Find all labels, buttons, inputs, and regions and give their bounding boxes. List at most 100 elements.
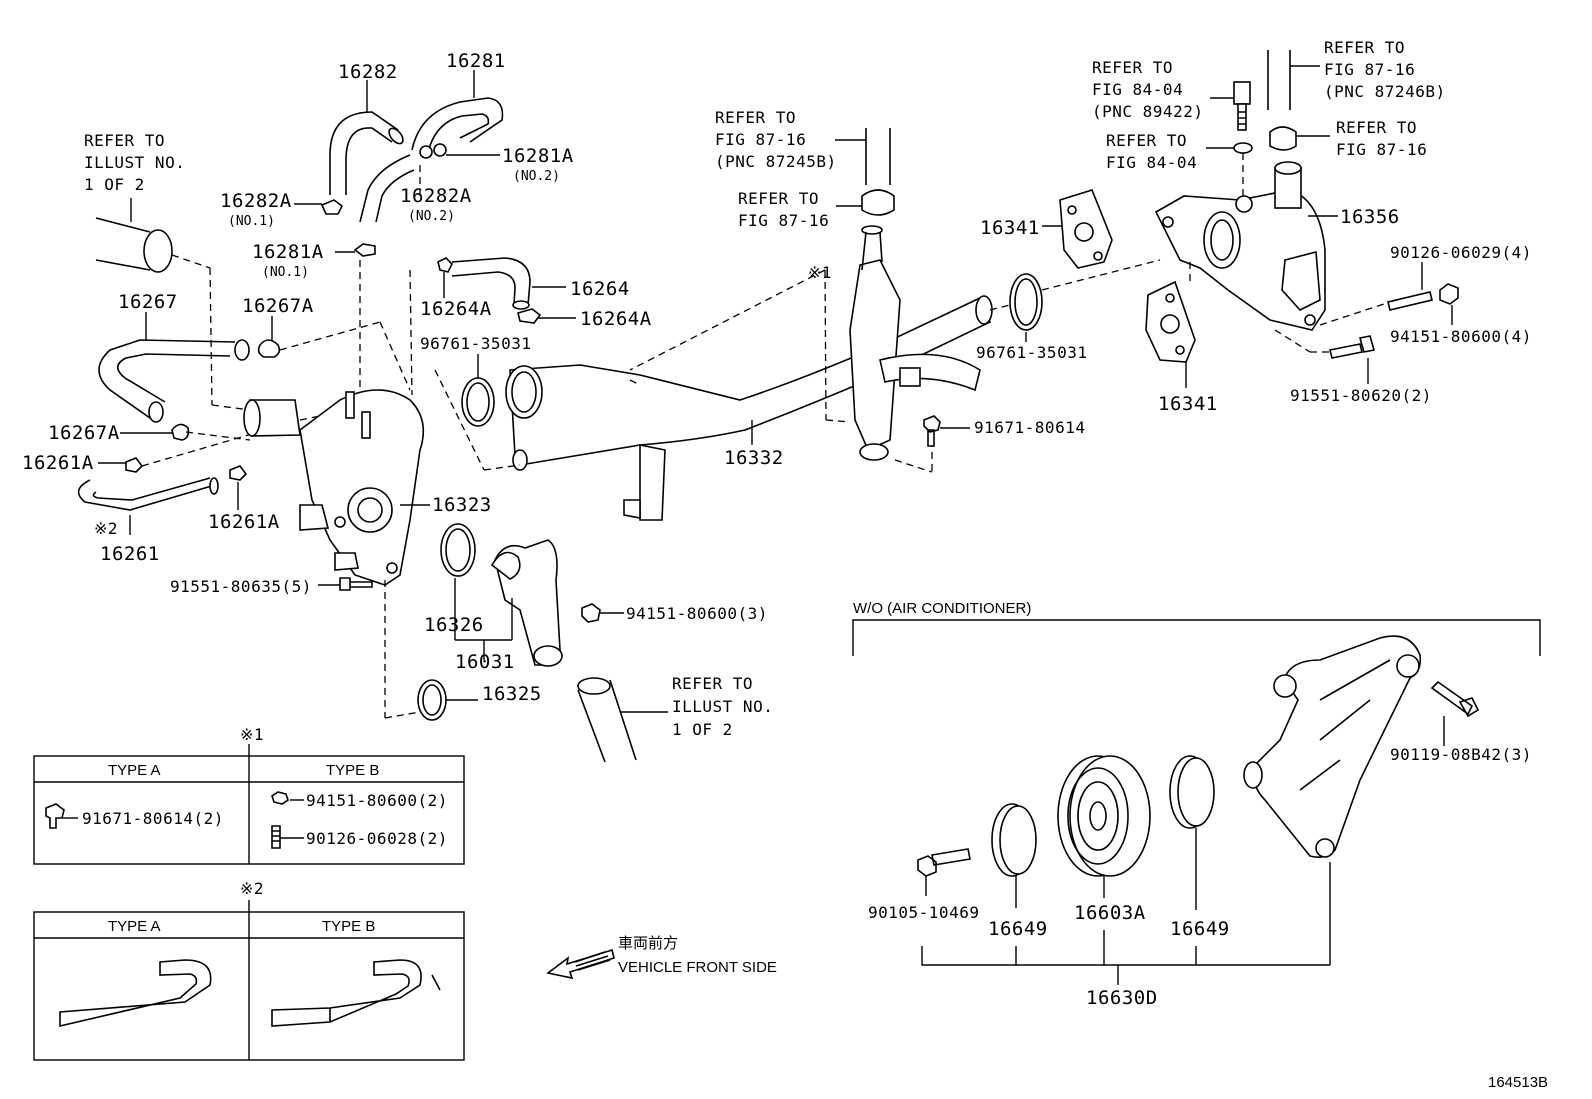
bolt-91551-80635 xyxy=(339,577,373,591)
hose-16281 xyxy=(411,97,504,153)
label-16031: 16031 xyxy=(455,651,515,673)
figure-number: 164513B xyxy=(1488,1074,1548,1091)
label-94151-3: 94151-80600(3) xyxy=(626,604,768,623)
label-16332: 16332 xyxy=(724,447,784,469)
table1-col-a: TYPE A xyxy=(108,762,161,779)
label-16267A-left: 16267A xyxy=(48,422,120,444)
label-16323: 16323 xyxy=(432,494,492,516)
ref-illust-bot-3: 1 OF 2 xyxy=(672,720,733,739)
ref-8716-pnc-2: FIG 87-16 xyxy=(715,130,806,149)
label-no2-a: (NO.2) xyxy=(513,169,560,184)
ref-8404-1: REFER TO xyxy=(1106,131,1187,150)
housing-16323 xyxy=(243,389,425,586)
label-16326: 16326 xyxy=(424,614,484,636)
ref-8716-top-3: (PNC 87246B) xyxy=(1324,82,1446,101)
water-outlet-16356 xyxy=(1154,161,1326,331)
label-16281A-no1: 16281A xyxy=(252,241,324,263)
label-16341-bottom: 16341 xyxy=(1158,393,1218,415)
washer-16649-left xyxy=(991,803,1037,877)
clamp-16267A-left xyxy=(171,423,190,441)
label-16341-top: 16341 xyxy=(980,217,1040,239)
ref-8404-pnc-3: (PNC 89422) xyxy=(1092,102,1203,121)
ref-8716-pnc-1: REFER TO xyxy=(715,108,796,127)
table-type-2 xyxy=(33,911,465,1061)
label-91671-80614: 91671-80614 xyxy=(974,418,1085,437)
label-no1-a: (NO.1) xyxy=(228,214,275,229)
label-front-en: VEHICLE FRONT SIDE xyxy=(618,959,777,976)
label-16264A-top: 16264A xyxy=(420,298,492,320)
ref-illust-bot-1: REFER TO xyxy=(672,674,753,693)
bracket-idler xyxy=(1243,635,1422,858)
hose-16261 xyxy=(77,477,216,511)
label-90126-4: 90126-06029(4) xyxy=(1390,243,1532,262)
label-16267A-top: 16267A xyxy=(242,295,314,317)
label-16261A-right: 16261A xyxy=(208,511,280,533)
stud-icon-90126 xyxy=(271,825,281,849)
ref-illust-top-2: ILLUST NO. xyxy=(84,153,185,172)
ref-8716-pnc-3: (PNC 87245B) xyxy=(715,152,837,171)
ref-8404-pnc-2: FIG 84-04 xyxy=(1092,80,1183,99)
hose-type-b-icon xyxy=(271,959,422,1027)
clamp-16261A-left xyxy=(125,457,144,473)
label-no2-b: (NO.2) xyxy=(408,209,455,224)
label-mark1: ※1 xyxy=(808,263,832,282)
hose-16282 xyxy=(329,111,399,195)
label-16356: 16356 xyxy=(1340,206,1400,228)
nut-94151-4 xyxy=(1439,283,1459,305)
ref-8716-top-1: REFER TO xyxy=(1324,38,1405,57)
label-16630D: 16630D xyxy=(1086,987,1158,1009)
bolt-91671-80614 xyxy=(923,415,941,447)
ref-illust-top-3: 1 OF 2 xyxy=(84,175,145,194)
label-mark2: ※2 xyxy=(94,519,118,538)
label-wo-ac: W/O (AIR CONDITIONER) xyxy=(853,600,1031,617)
ref-8404-pnc-1: REFER TO xyxy=(1092,58,1173,77)
pipe-16332 xyxy=(505,225,993,521)
table2-col-b: TYPE B xyxy=(322,918,375,935)
label-96761-right: 96761-35031 xyxy=(976,343,1087,362)
clamp-16264A-right xyxy=(517,308,542,324)
ref-8716-top-2: FIG 87-16 xyxy=(1324,60,1415,79)
hose-16264 xyxy=(451,257,531,306)
ref-8716-b-2: FIG 87-16 xyxy=(738,211,829,230)
washer-16649-right xyxy=(1169,755,1215,829)
inlet-16031 xyxy=(490,539,563,667)
label-94151-4: 94151-80600(4) xyxy=(1390,327,1532,346)
table1-a-part: 91671-80614(2) xyxy=(82,809,224,828)
clamp-16264A-top xyxy=(437,257,453,273)
table1-b-part1: 94151-80600(2) xyxy=(306,791,448,810)
label-91551-80635: 91551-80635(5) xyxy=(170,577,312,596)
label-16603A: 16603A xyxy=(1074,902,1146,924)
label-front-jp: 車両前方 xyxy=(618,935,678,952)
label-16282: 16282 xyxy=(338,61,398,83)
ref-illust-top-1: REFER TO xyxy=(84,131,165,150)
label-16264A-right: 16264A xyxy=(580,308,652,330)
bolt-91551-80620 xyxy=(1329,335,1376,359)
pulley-16603A xyxy=(1057,755,1151,877)
table2-col-a: TYPE A xyxy=(108,918,161,935)
clamp-16282A-no1 xyxy=(320,199,344,215)
label-90105-10469: 90105-10469 xyxy=(868,903,979,922)
hose-type-a-icon xyxy=(59,959,212,1028)
ref-8716-b-1: REFER TO xyxy=(738,189,819,208)
hose-16267 xyxy=(98,339,236,419)
label-16261A-left: 16261A xyxy=(22,452,94,474)
table1-b-part2: 90126-06028(2) xyxy=(306,829,448,848)
clamp-16281A-no1 xyxy=(353,243,376,257)
ref-8716-r-1: REFER TO xyxy=(1336,118,1417,137)
label-16261: 16261 xyxy=(100,543,160,565)
nut-icon-94151 xyxy=(271,791,289,805)
table2-mark: ※2 xyxy=(240,879,264,898)
clamp-16267A-top xyxy=(257,339,281,358)
label-16264: 16264 xyxy=(570,278,630,300)
label-96761-left: 96761-35031 xyxy=(420,334,531,353)
label-no1-b: (NO.1) xyxy=(262,265,309,280)
label-16281A-no2: 16281A xyxy=(502,145,574,167)
ref-illust-bot-2: ILLUST NO. xyxy=(672,697,773,716)
stud-90126-06029 xyxy=(1387,291,1433,311)
bolt-90119 xyxy=(1430,680,1480,718)
ref-8716-r-2: FIG 87-16 xyxy=(1336,140,1427,159)
table1-col-b: TYPE B xyxy=(326,762,379,779)
label-16281: 16281 xyxy=(446,50,506,72)
